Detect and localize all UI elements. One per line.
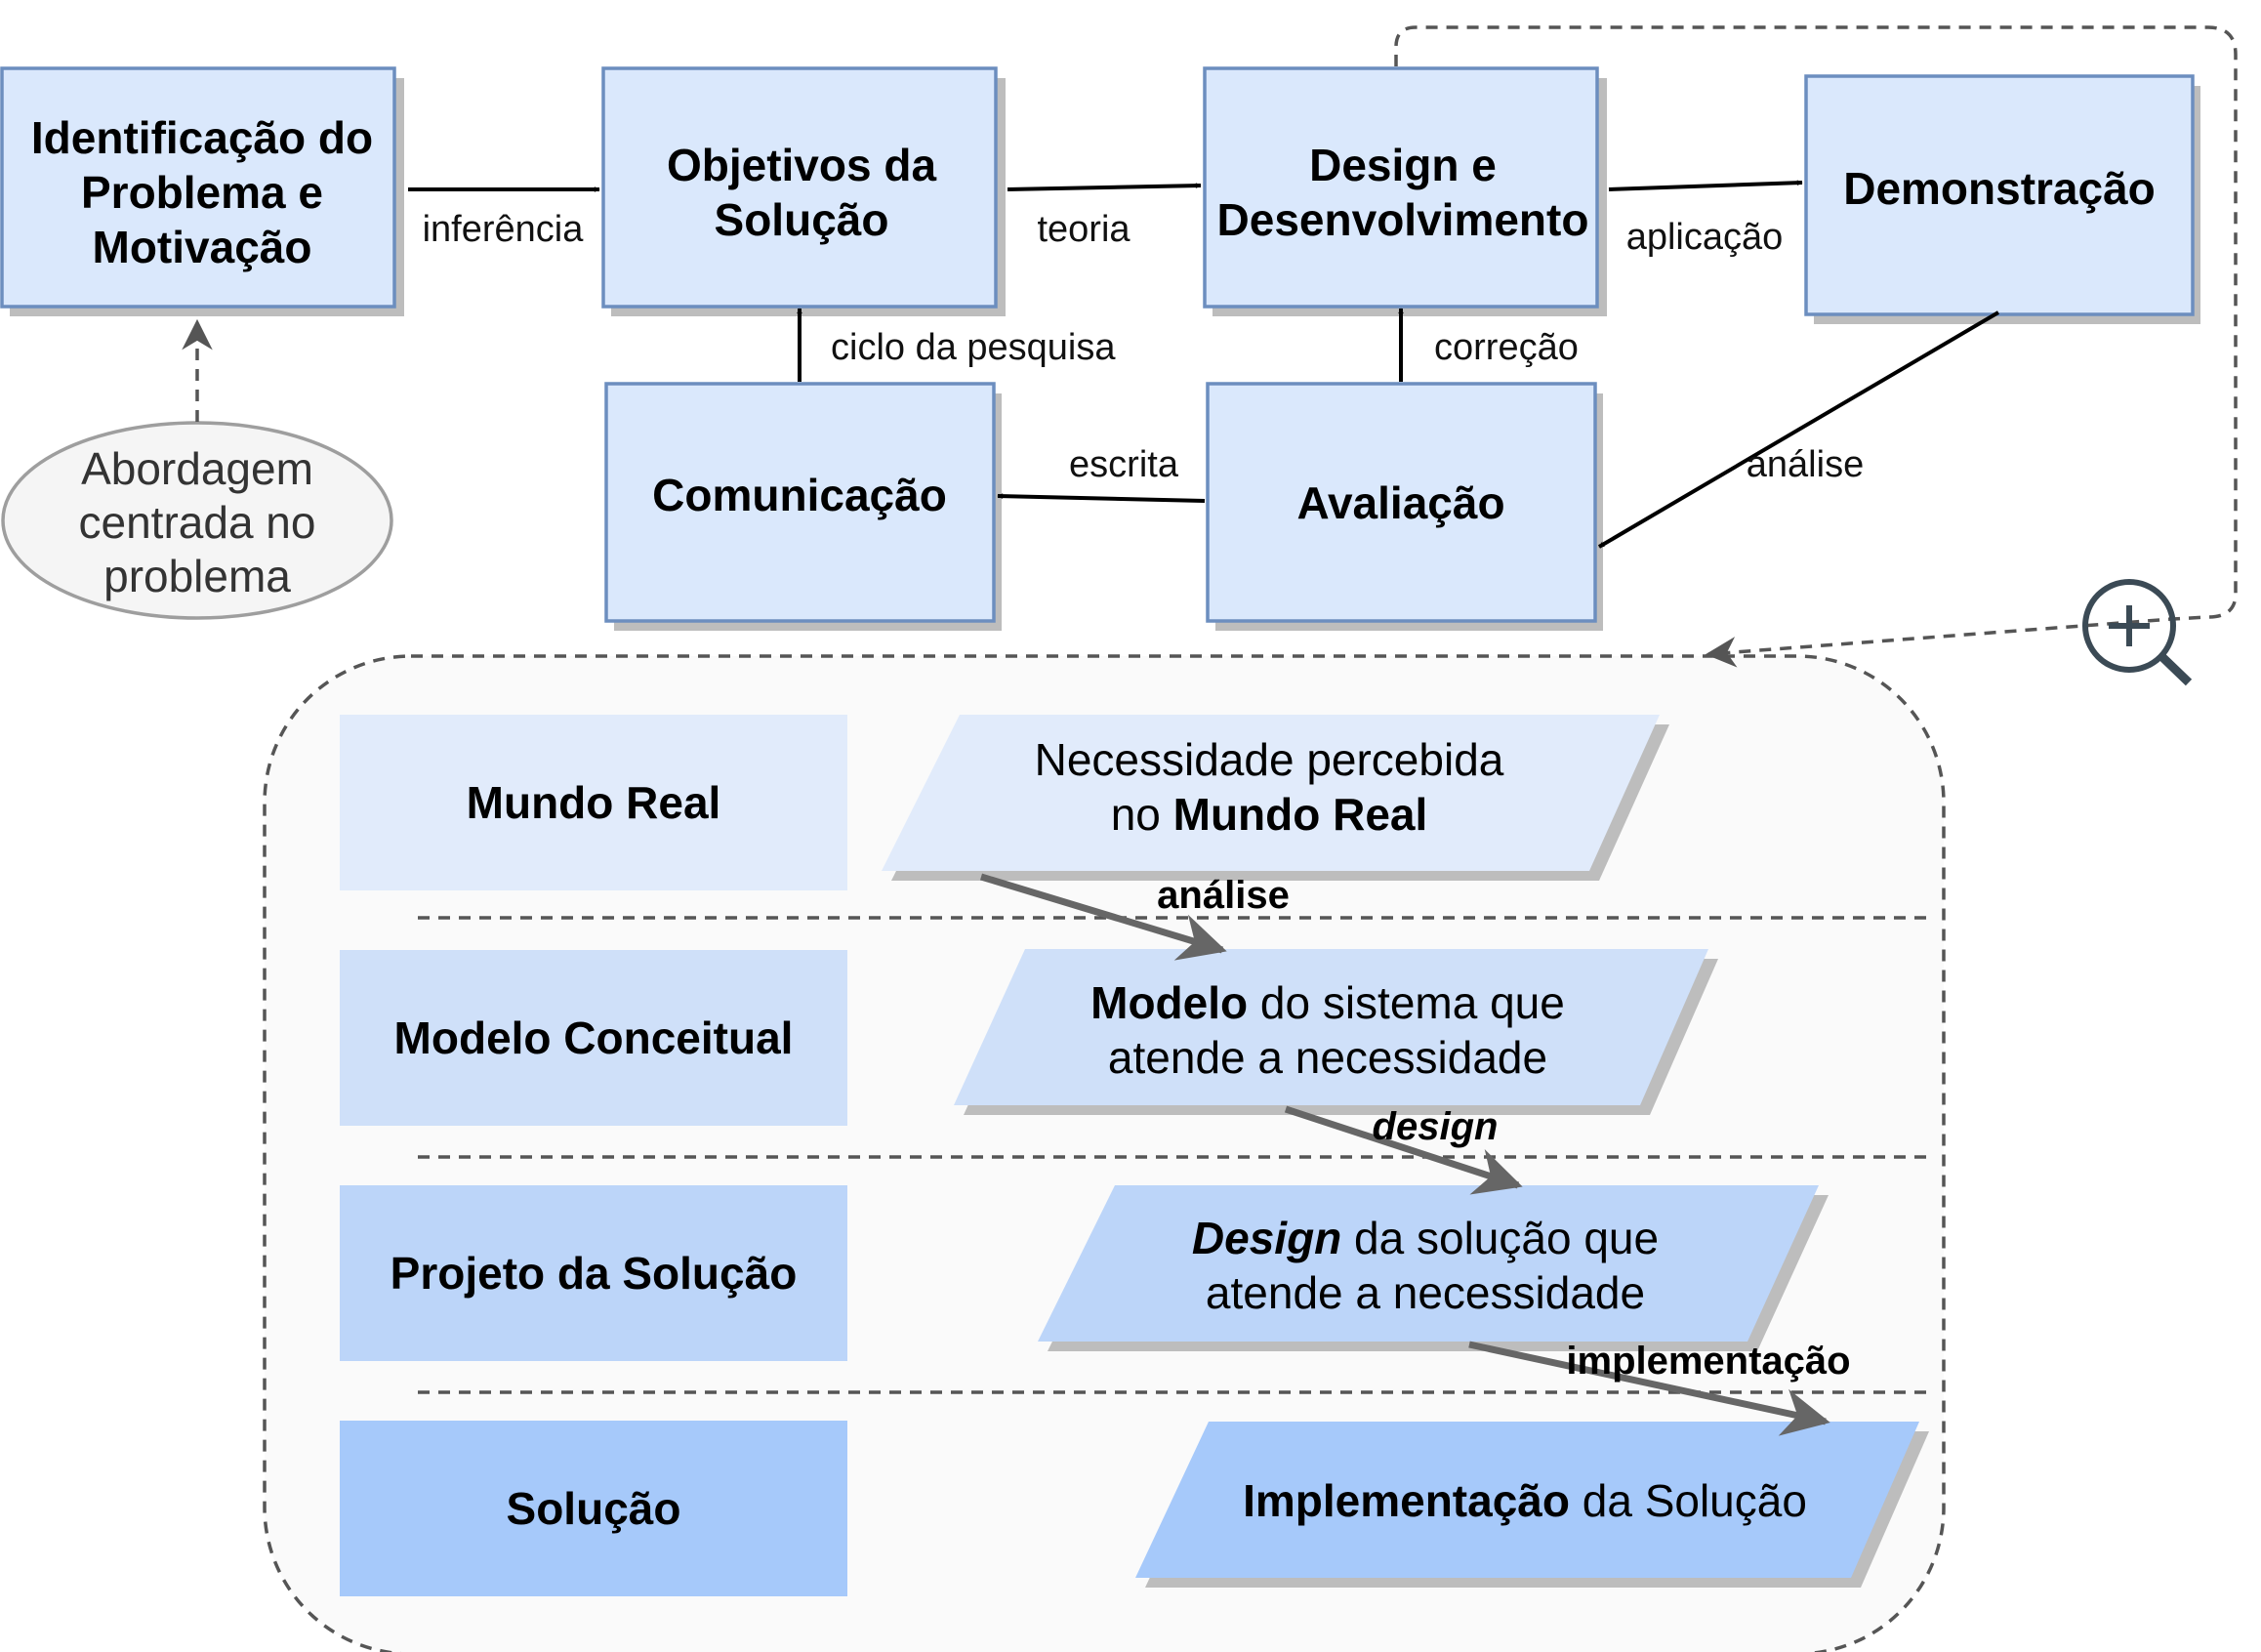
box-comunicacao: Comunicação xyxy=(604,382,1002,631)
box-line: Motivação xyxy=(93,222,312,272)
edge-escrita: escrita xyxy=(997,444,1206,503)
shape-modelo-sistema: Modelo do sistema que atende a necessida… xyxy=(954,949,1718,1115)
shape-line: atende a necessidade xyxy=(1206,1267,1645,1318)
shape-text-bold-italic: Design xyxy=(1192,1213,1341,1263)
shape-necessidade-mundo-real: Necessidade percebida no Mundo Real xyxy=(882,715,1669,881)
shape-text: no xyxy=(1111,789,1173,840)
shape-text: do sistema que xyxy=(1248,977,1565,1028)
ellipse-line: centrada no xyxy=(79,497,316,548)
svg-text:Necessidade percebida: Necessidade percebida xyxy=(1035,734,1504,785)
ellipse-line: Abordagem xyxy=(81,443,313,494)
zoom-in-icon[interactable] xyxy=(2082,579,2193,686)
row-label-text: Mundo Real xyxy=(467,777,721,828)
box-line: Objetivos da xyxy=(667,140,936,190)
edge-label: inferência xyxy=(423,209,585,250)
shape-text-bold: Modelo xyxy=(1090,977,1248,1028)
edge-label: correção xyxy=(1434,327,1579,368)
svg-text:atende a necessidade: atende a necessidade xyxy=(1108,1032,1547,1083)
box-identificacao-problema: Identificação do Problema e Motivação xyxy=(0,66,404,316)
row-label-mundo-real: Mundo Real xyxy=(340,715,847,890)
ellipse-abordagem: Abordagem centrada no problema xyxy=(1,421,393,620)
row-label-solucao: Solução xyxy=(340,1421,847,1596)
box-line: Demonstração xyxy=(1843,163,2156,214)
edge-label: teoria xyxy=(1037,209,1130,250)
edge-analise: análise xyxy=(1597,310,2000,549)
row-label-text: Solução xyxy=(507,1483,681,1534)
svg-text:atende a necessidade: atende a necessidade xyxy=(1206,1267,1645,1318)
flow-design: design xyxy=(1284,1105,1523,1195)
edge-teoria: teoria xyxy=(1007,183,1202,250)
box-line: Solução xyxy=(715,194,889,245)
box-design-desenvolvimento: Design e Desenvolvimento xyxy=(1203,66,1607,316)
flow-label: análise xyxy=(1157,874,1290,917)
edge-label: análise xyxy=(1747,444,1864,485)
shape-design-solucao: Design da solução que atende a necessida… xyxy=(1038,1185,1829,1351)
box-line: Identificação do xyxy=(31,112,373,163)
flow-implementacao: implementação xyxy=(1468,1340,1851,1436)
edge-ciclo-pesquisa: ciclo da pesquisa xyxy=(797,308,1116,382)
edge-label: aplicação xyxy=(1626,217,1784,258)
box-line: Desenvolvimento xyxy=(1217,194,1589,245)
shape-line: Necessidade percebida xyxy=(1035,734,1504,785)
box-demonstracao: Demonstração xyxy=(1804,74,2200,324)
shape-text-bold: Mundo Real xyxy=(1173,789,1428,840)
row-label-text: Modelo Conceitual xyxy=(394,1012,794,1063)
shape-text-bold: Implementação xyxy=(1243,1475,1570,1526)
box-avaliacao: Avaliação xyxy=(1206,382,1603,631)
svg-text:Design da solução que: Design da solução que xyxy=(1192,1213,1659,1263)
edge-label: ciclo da pesquisa xyxy=(831,327,1116,368)
row-label-text: Projeto da Solução xyxy=(391,1248,798,1299)
shape-text: da Solução xyxy=(1570,1475,1807,1526)
ellipse-line: problema xyxy=(103,551,291,601)
edge-aplicacao: aplicação xyxy=(1608,180,1803,258)
box-line: Design e xyxy=(1309,140,1497,190)
svg-text:no Mundo Real: no Mundo Real xyxy=(1111,789,1428,840)
flow-label: implementação xyxy=(1566,1340,1850,1383)
flow-analise: análise xyxy=(979,873,1290,961)
box-objetivos-solucao: Objetivos da Solução xyxy=(601,66,1006,316)
row-label-modelo-conceitual: Modelo Conceitual xyxy=(340,950,847,1126)
shape-text: da solução que xyxy=(1341,1213,1659,1263)
edge-inferencia: inferência xyxy=(408,186,600,250)
shape-implementacao-solucao: Implementação da Solução xyxy=(1135,1422,1929,1588)
zoom-connector xyxy=(1394,25,2238,668)
shape-line: atende a necessidade xyxy=(1108,1032,1547,1083)
flow-label: design xyxy=(1373,1105,1499,1148)
row-label-projeto-solucao: Projeto da Solução xyxy=(340,1185,847,1361)
box-line: Problema e xyxy=(81,167,323,218)
box-line: Avaliação xyxy=(1296,477,1504,528)
svg-text:Implementação da Solução: Implementação da Solução xyxy=(1243,1475,1807,1526)
svg-text:Modelo do sistema que: Modelo do sistema que xyxy=(1090,977,1565,1028)
edge-label: escrita xyxy=(1069,444,1179,485)
box-line: Comunicação xyxy=(652,470,947,520)
edge-correcao: correção xyxy=(1398,308,1579,382)
